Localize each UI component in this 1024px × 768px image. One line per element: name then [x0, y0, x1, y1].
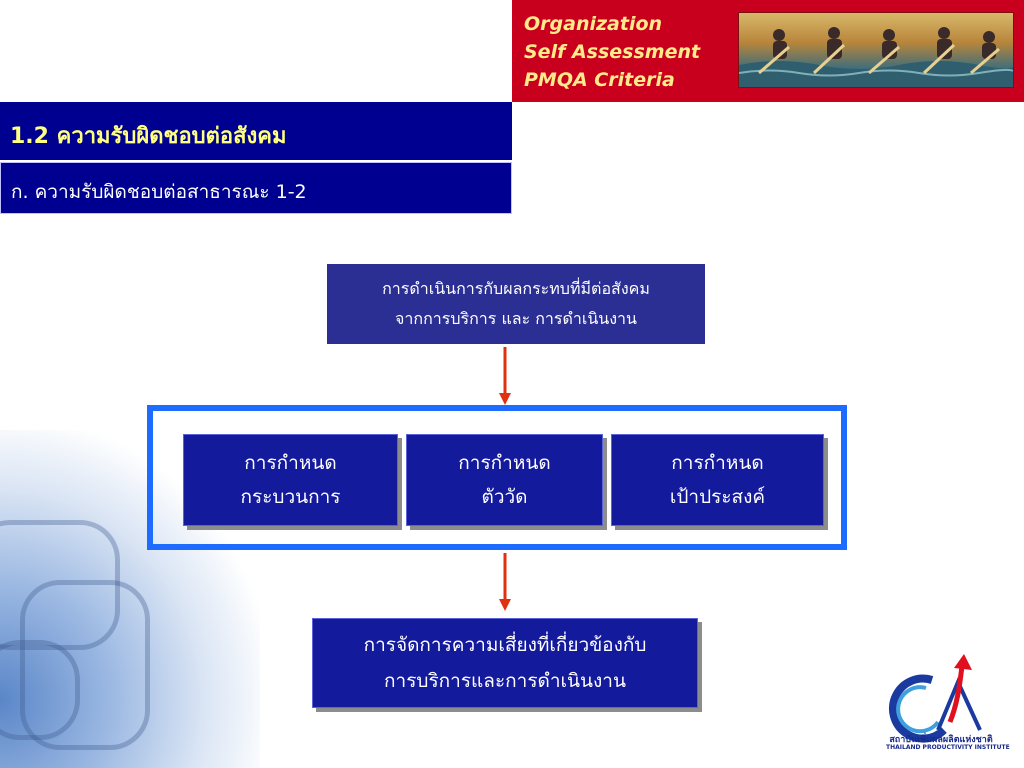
box-define-goals: การกำหนด เป้าประสงค์ — [611, 434, 824, 526]
bottom-box-line2: การบริการและการดำเนินงาน — [384, 670, 626, 692]
rowers-illustration-art — [739, 27, 1013, 87]
box-define-goals-line2: เป้าประสงค์ — [669, 486, 766, 508]
arrow-down-icon — [499, 347, 511, 405]
title-bar: 1.2 ความรับผิดชอบต่อสังคม — [0, 102, 512, 162]
rowers-illustration — [738, 12, 1014, 88]
bottom-box-risk-management: การจัดการความเสี่ยงที่เกี่ยวข้องกับ การบ… — [312, 618, 698, 708]
top-box-impact-management: การดำเนินการกับผลกระทบที่มีต่อสังคม จากก… — [327, 264, 705, 344]
top-box-line2: จากการบริการ และ การดำเนินงาน — [395, 309, 637, 328]
box-define-process-line2: กระบวนการ — [240, 486, 341, 508]
logo-text-thai: สถาบันเพิ่มผลผลิตแห่งชาติ — [889, 735, 993, 745]
bottom-box-line1: การจัดการความเสี่ยงที่เกี่ยวข้องกับ — [363, 634, 647, 656]
box-define-measures-line1: การกำหนด — [458, 452, 551, 474]
arrow-down-icon — [499, 553, 511, 611]
box-define-process-line1: การกำหนด — [244, 452, 337, 474]
header-line-pmqa: PMQA Criteria — [524, 69, 675, 91]
page-title: 1.2 ความรับผิดชอบต่อสังคม — [10, 124, 287, 149]
box-define-goals-line1: การกำหนด — [671, 452, 764, 474]
header-line-organization: Organization — [524, 13, 663, 35]
box-define-process: การกำหนด กระบวนการ — [183, 434, 398, 526]
tpi-logo-icon — [889, 654, 982, 743]
header-title: Organization Self Assessment PMQA Criter… — [524, 10, 700, 94]
page-subtitle: ก. ความรับผิดชอบต่อสาธารณะ 1-2 — [11, 181, 307, 203]
header-line-self-assessment: Self Assessment — [524, 41, 701, 63]
logo-text-english: THAILAND PRODUCTIVITY INSTITUTE — [886, 744, 1010, 751]
process-group-frame — [147, 405, 847, 550]
box-define-measures-line2: ตัววัด — [481, 486, 528, 508]
box-define-measures: การกำหนด ตัววัด — [406, 434, 603, 526]
top-box-line1: การดำเนินการกับผลกระทบที่มีต่อสังคม — [382, 279, 650, 298]
subtitle-bar: ก. ความรับผิดชอบต่อสาธารณะ 1-2 — [0, 162, 512, 214]
